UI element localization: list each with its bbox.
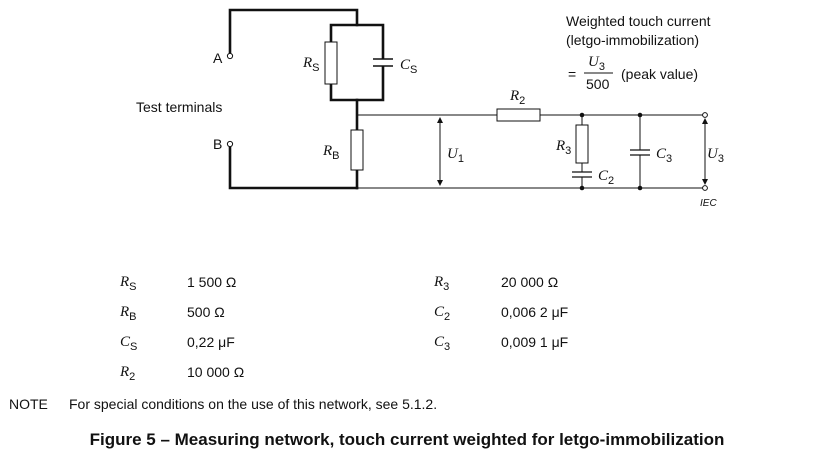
- junction-dots: [579, 112, 643, 191]
- test-terminals-label: Test terminals: [136, 99, 222, 115]
- value-text: 0,006 2 μF: [501, 304, 569, 320]
- output-terminal-top: [702, 112, 708, 118]
- terminal-b-dot: [226, 140, 234, 148]
- note-text: For special conditions on the use of thi…: [69, 396, 438, 412]
- formula-peak-value: (peak value): [621, 66, 698, 82]
- c3-capacitor: [630, 149, 650, 156]
- r3-label: R3: [555, 138, 571, 157]
- rs-label: RS: [302, 55, 320, 74]
- value-text: 500 Ω: [187, 304, 225, 320]
- value-symbol: R3: [434, 274, 450, 293]
- formula-denominator: 500: [586, 76, 610, 92]
- circuit-diagram: A B Test terminals RS CS RB R2 R3 C2 C3 …: [136, 8, 724, 209]
- r3-resistor: [575, 124, 589, 164]
- r2-label: R2: [509, 88, 525, 107]
- value-symbol: C2: [434, 304, 451, 323]
- value-text: 20 000 Ω: [501, 274, 559, 290]
- weighted-touch-current-formula: Weighted touch current (letgo-immobiliza…: [566, 13, 711, 92]
- value-text: 0,009 1 μF: [501, 334, 569, 350]
- r2-resistor: [496, 108, 541, 122]
- note-prefix: NOTE: [9, 396, 48, 412]
- formula-line1: Weighted touch current: [566, 13, 711, 29]
- rb-label: RB: [322, 143, 340, 162]
- output-terminal-bottom: [702, 185, 708, 191]
- formula-numerator: U3: [588, 54, 605, 73]
- value-symbol: R2: [120, 364, 136, 383]
- note: NOTE For special conditions on the use of…: [9, 396, 437, 412]
- u1-label: U1: [447, 146, 464, 165]
- formula-line2: (letgo-immobilization): [566, 32, 699, 48]
- value-symbol: C3: [434, 334, 451, 353]
- value-text: 1 500 Ω: [187, 274, 237, 290]
- value-text: 0,22 μF: [187, 334, 235, 350]
- formula-equals: =: [568, 66, 576, 82]
- rs-resistor: [324, 41, 338, 85]
- c2-label: C2: [598, 168, 614, 187]
- value-text: 10 000 Ω: [187, 364, 245, 380]
- c3-label: C3: [656, 146, 672, 165]
- c2-capacitor: [572, 171, 592, 178]
- terminal-b-label: B: [213, 136, 222, 152]
- figure-caption: Figure 5 – Measuring network, touch curr…: [89, 430, 725, 449]
- value-symbol: RB: [120, 304, 137, 323]
- cs-label: CS: [400, 57, 417, 76]
- terminal-a-label: A: [213, 50, 223, 66]
- value-symbol: RS: [120, 274, 137, 293]
- measuring-network-wires: [357, 114, 703, 189]
- cs-capacitor: [373, 58, 393, 67]
- terminal-a-dot: [226, 52, 234, 60]
- value-symbol: CS: [120, 334, 138, 353]
- rb-resistor: [350, 129, 364, 171]
- u3-label: U3: [707, 146, 724, 165]
- iec-label: IEC: [700, 198, 717, 209]
